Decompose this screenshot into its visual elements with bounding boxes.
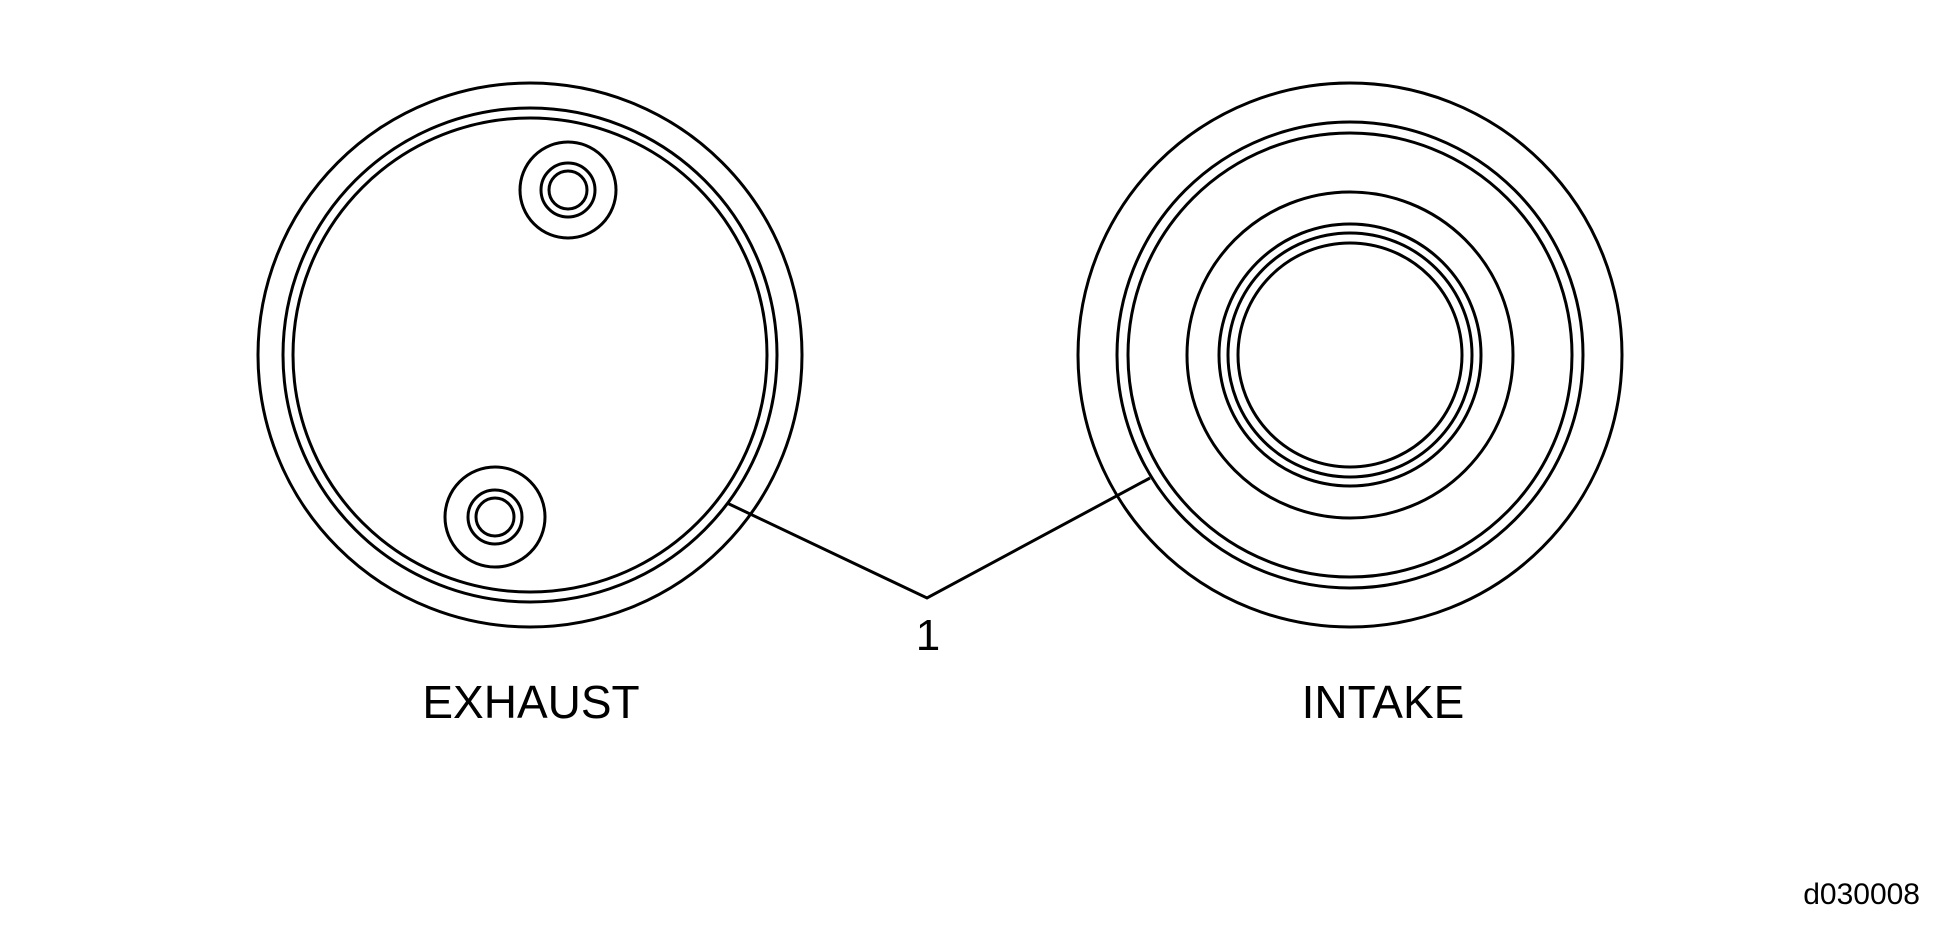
figure-code: d030008 [1803,878,1920,911]
exhaust-outer-ring [256,81,804,629]
intake-hub-ring-2 [1226,231,1474,479]
intake-label: INTAKE [1302,676,1465,728]
intake-hub-ring-1 [1217,222,1483,488]
callout-number: 1 [916,611,940,660]
callout-leader-line [726,476,1151,600]
exhaust-face-ring [291,116,769,594]
intake-outer-ring [1076,81,1624,629]
intake-seat-ring-inner [1126,131,1574,579]
exhaust-valve [256,81,804,629]
intake-face-ring [1185,190,1515,520]
exhaust-seat-ring [281,106,779,604]
exhaust-label: EXHAUST [422,676,639,728]
intake-valve [1076,81,1624,629]
intake-seat-ring-outer [1115,120,1585,590]
exhaust-lower-bolt [443,465,547,569]
intake-hub-ring-3 [1236,241,1464,469]
exhaust-upper-bolt [518,140,618,240]
